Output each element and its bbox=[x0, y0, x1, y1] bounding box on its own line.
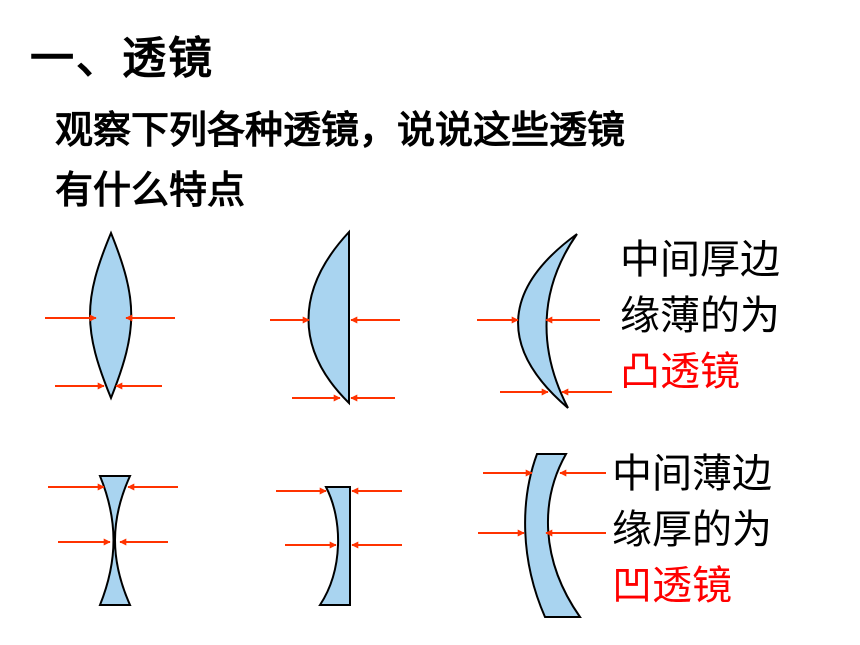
biconcave-lens bbox=[98, 475, 132, 606]
plano-concave-lens bbox=[318, 486, 351, 606]
concave-lens-label: 中间薄边 缘厚的为 凹透镜 bbox=[612, 446, 772, 614]
page-title: 一、透镜 bbox=[30, 33, 214, 84]
biconvex-lens bbox=[89, 230, 133, 401]
convex-lens-label: 中间厚边 缘薄的为 凸透镜 bbox=[620, 232, 780, 400]
intro-line-2: 有什么特点 bbox=[55, 168, 246, 212]
concave-meniscus-lens bbox=[524, 453, 582, 618]
intro-line-1: 观察下列各种透镜，说说这些透镜 bbox=[55, 108, 626, 152]
convex-label-line-2: 缘薄的为 bbox=[620, 293, 780, 339]
concave-lens-name: 凹透镜 bbox=[612, 563, 732, 609]
plano-convex-lens bbox=[307, 229, 350, 406]
convex-meniscus-lens bbox=[517, 233, 578, 409]
concave-label-line-1: 中间薄边 bbox=[612, 451, 772, 497]
convex-label-line-1: 中间厚边 bbox=[620, 237, 780, 283]
concave-label-line-2: 缘厚的为 bbox=[612, 507, 772, 553]
convex-lens-name: 凸透镜 bbox=[620, 349, 740, 395]
intro-question: 观察下列各种透镜，说说这些透镜 有什么特点 bbox=[55, 100, 815, 220]
